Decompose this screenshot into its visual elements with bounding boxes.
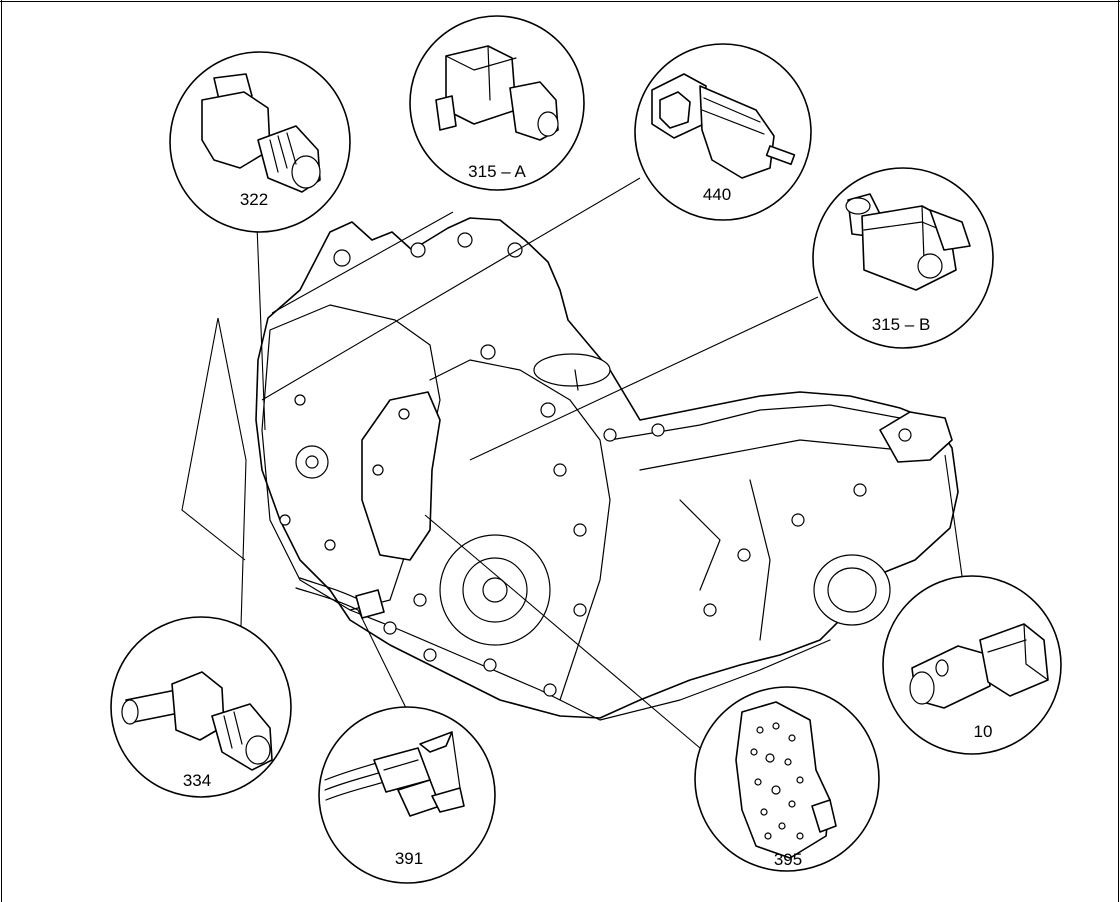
pressure-switch-334 [121, 671, 273, 771]
leader-322 [256, 225, 266, 431]
case-extension [609, 404, 901, 641]
harness-connector [355, 589, 385, 619]
converter-hub-ring [462, 557, 528, 623]
callout-315a: 315 – A [409, 15, 585, 191]
callout-391-label: 391 [395, 849, 423, 868]
pump-shaft-center [305, 455, 319, 469]
leader-391 [357, 609, 407, 709]
callout-440: 440 [634, 43, 812, 221]
input-sensor-10 [909, 623, 1049, 709]
oil-pan-rail [349, 609, 831, 721]
leader-395 [424, 514, 701, 749]
callout-334-label: 334 [183, 771, 211, 790]
filler-rod [574, 369, 579, 391]
callout-440-label: 440 [703, 185, 731, 204]
solenoid-315b [845, 193, 971, 291]
harness-connector-391 [324, 731, 465, 817]
leader-334 [217, 317, 247, 627]
leader-334-b [181, 317, 246, 561]
leader-10 [944, 454, 963, 577]
callout-395: 395 [694, 686, 880, 872]
callout-315b-label: 315 – B [872, 315, 931, 334]
speed-sensor-440 [651, 73, 796, 179]
callout-395-label: 395 [774, 850, 802, 869]
callout-334: 334 [110, 616, 292, 798]
callout-315b: 315 – B [812, 167, 994, 349]
leader-lines [181, 177, 963, 749]
transmission-assembly [255, 217, 959, 721]
leader-315b [469, 296, 819, 461]
pressure-switch-322 [201, 73, 321, 193]
callout-322: 322 [169, 51, 351, 233]
output-shaft-ring [827, 567, 877, 613]
case-bolts [279, 232, 912, 697]
callout-322-label: 322 [240, 190, 268, 209]
spacer-plate-holes [750, 722, 804, 840]
bell-housing-edge [429, 359, 611, 701]
solenoid-315a [435, 45, 559, 141]
output-sensor-boss [879, 411, 953, 463]
callout-391: 391 [318, 706, 496, 884]
spacer-plate-mounted [361, 391, 441, 561]
converter-center [482, 577, 508, 603]
harness-wire [295, 577, 361, 611]
callout-10: 10 [882, 575, 1062, 755]
callout-315a-label: 315 – A [468, 162, 526, 181]
filler-cap [533, 353, 611, 387]
leader-315a [271, 211, 454, 314]
transmission-housing [255, 217, 959, 719]
callout-10-label: 10 [974, 722, 993, 741]
spacer-plate-395 [735, 701, 837, 859]
output-shaft-cover [813, 554, 891, 626]
leader-440 [261, 177, 641, 401]
